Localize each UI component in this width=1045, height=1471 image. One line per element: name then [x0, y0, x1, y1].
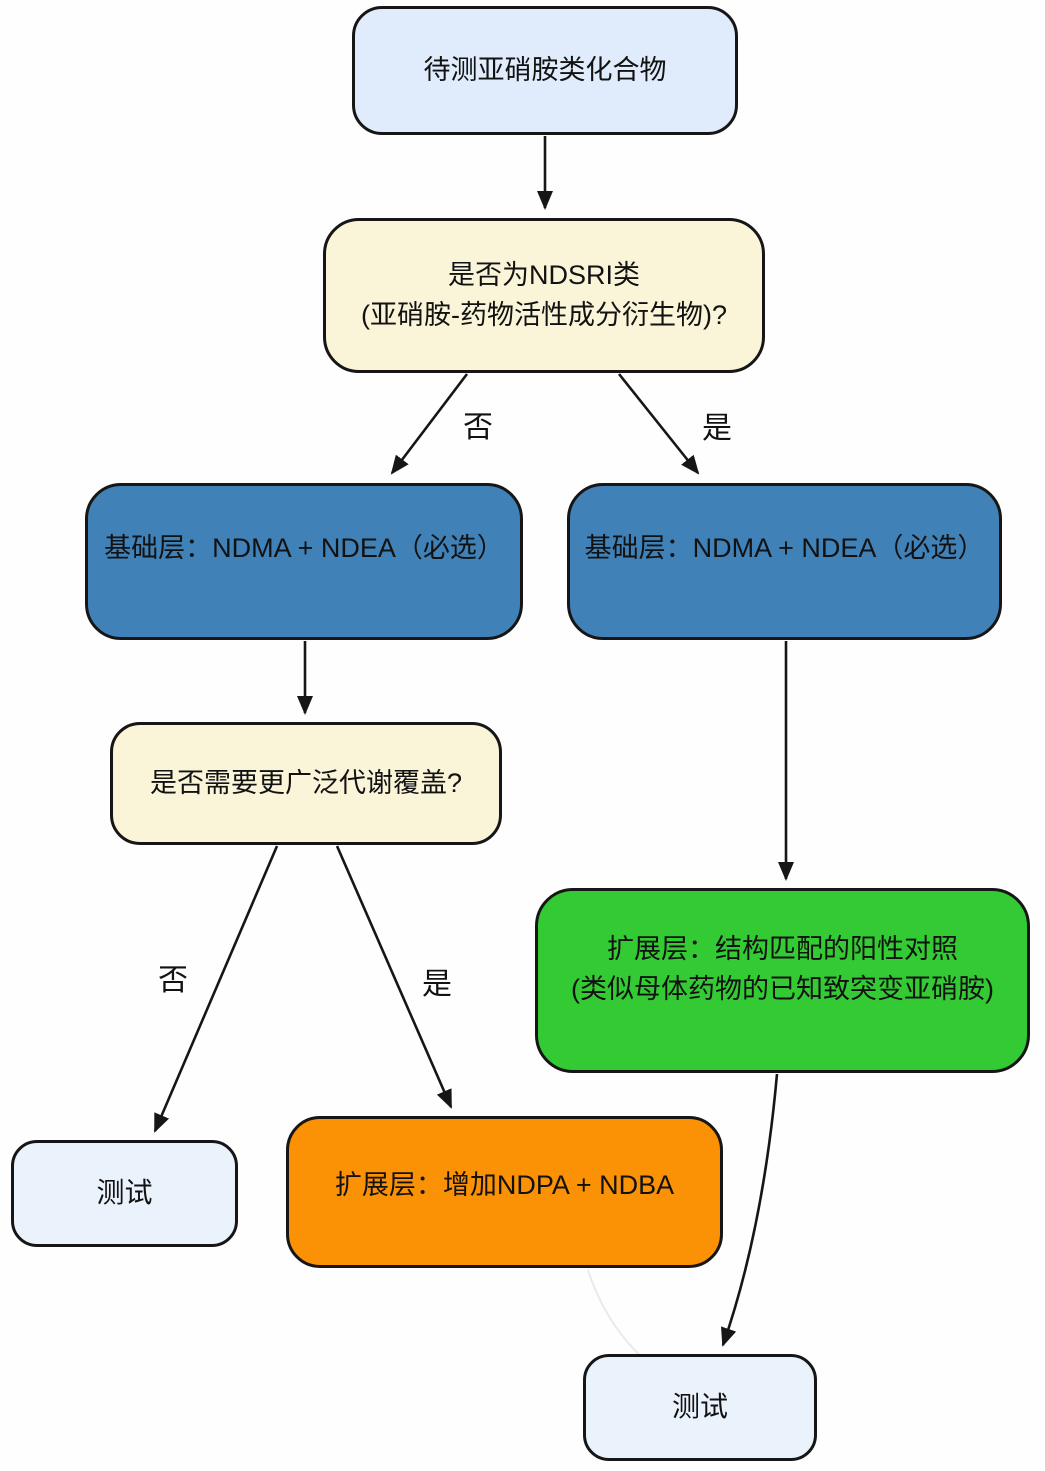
edge-label-metab-no: 否 [158, 964, 188, 997]
node-question-ndsri: 是否为NDSRI类 (亚硝胺-药物活性成分衍生物)? [323, 218, 765, 373]
node-base-layer-right: 基础层：NDMA + NDEA（必选） [567, 483, 1002, 640]
node-expand-matched-control: 扩展层：结构匹配的阳性对照 (类似母体药物的已知致突变亚硝胺) [535, 888, 1030, 1073]
node-question-ndsri-label: 是否为NDSRI类 (亚硝胺-药物活性成分衍生物)? [361, 260, 727, 330]
edge-label-metab-yes: 是 [422, 968, 452, 1001]
node-question-metabolic-label: 是否需要更广泛代谢覆盖? [149, 767, 462, 798]
node-test-left: 测试 [11, 1140, 238, 1247]
node-base-layer-left: 基础层：NDMA + NDEA（必选） [85, 483, 523, 640]
node-base-layer-right-label: 基础层：NDMA + NDEA（必选） [584, 532, 985, 563]
node-start-label: 待测亚硝胺类化合物 [423, 54, 667, 85]
node-expand-matched-control-label: 扩展层：结构匹配的阳性对照 (类似母体药物的已知致突变亚硝胺) [571, 934, 994, 1004]
edge-label-ndsri-yes: 是 [702, 412, 732, 445]
node-expand-ndpa-ndba-label: 扩展层：增加NDPA + NDBA [334, 1170, 675, 1201]
node-base-layer-left-label: 基础层：NDMA + NDEA（必选） [104, 532, 504, 563]
node-test-bottom-label: 测试 [671, 1391, 728, 1423]
arrow-qndsri-yes-to-base-right [617, 373, 700, 475]
node-start: 待测亚硝胺类化合物 [352, 6, 738, 135]
node-test-bottom: 测试 [583, 1354, 817, 1461]
edge-label-ndsri-no: 否 [463, 411, 493, 444]
node-test-left-label: 测试 [96, 1177, 153, 1209]
arrow-expand-matched-to-test-bottom [721, 1073, 779, 1347]
node-expand-ndpa-ndba: 扩展层：增加NDPA + NDBA [286, 1116, 723, 1268]
node-question-metabolic: 是否需要更广泛代谢覆盖? [110, 722, 502, 845]
arrow-qndsri-no-to-base-left [390, 373, 469, 475]
